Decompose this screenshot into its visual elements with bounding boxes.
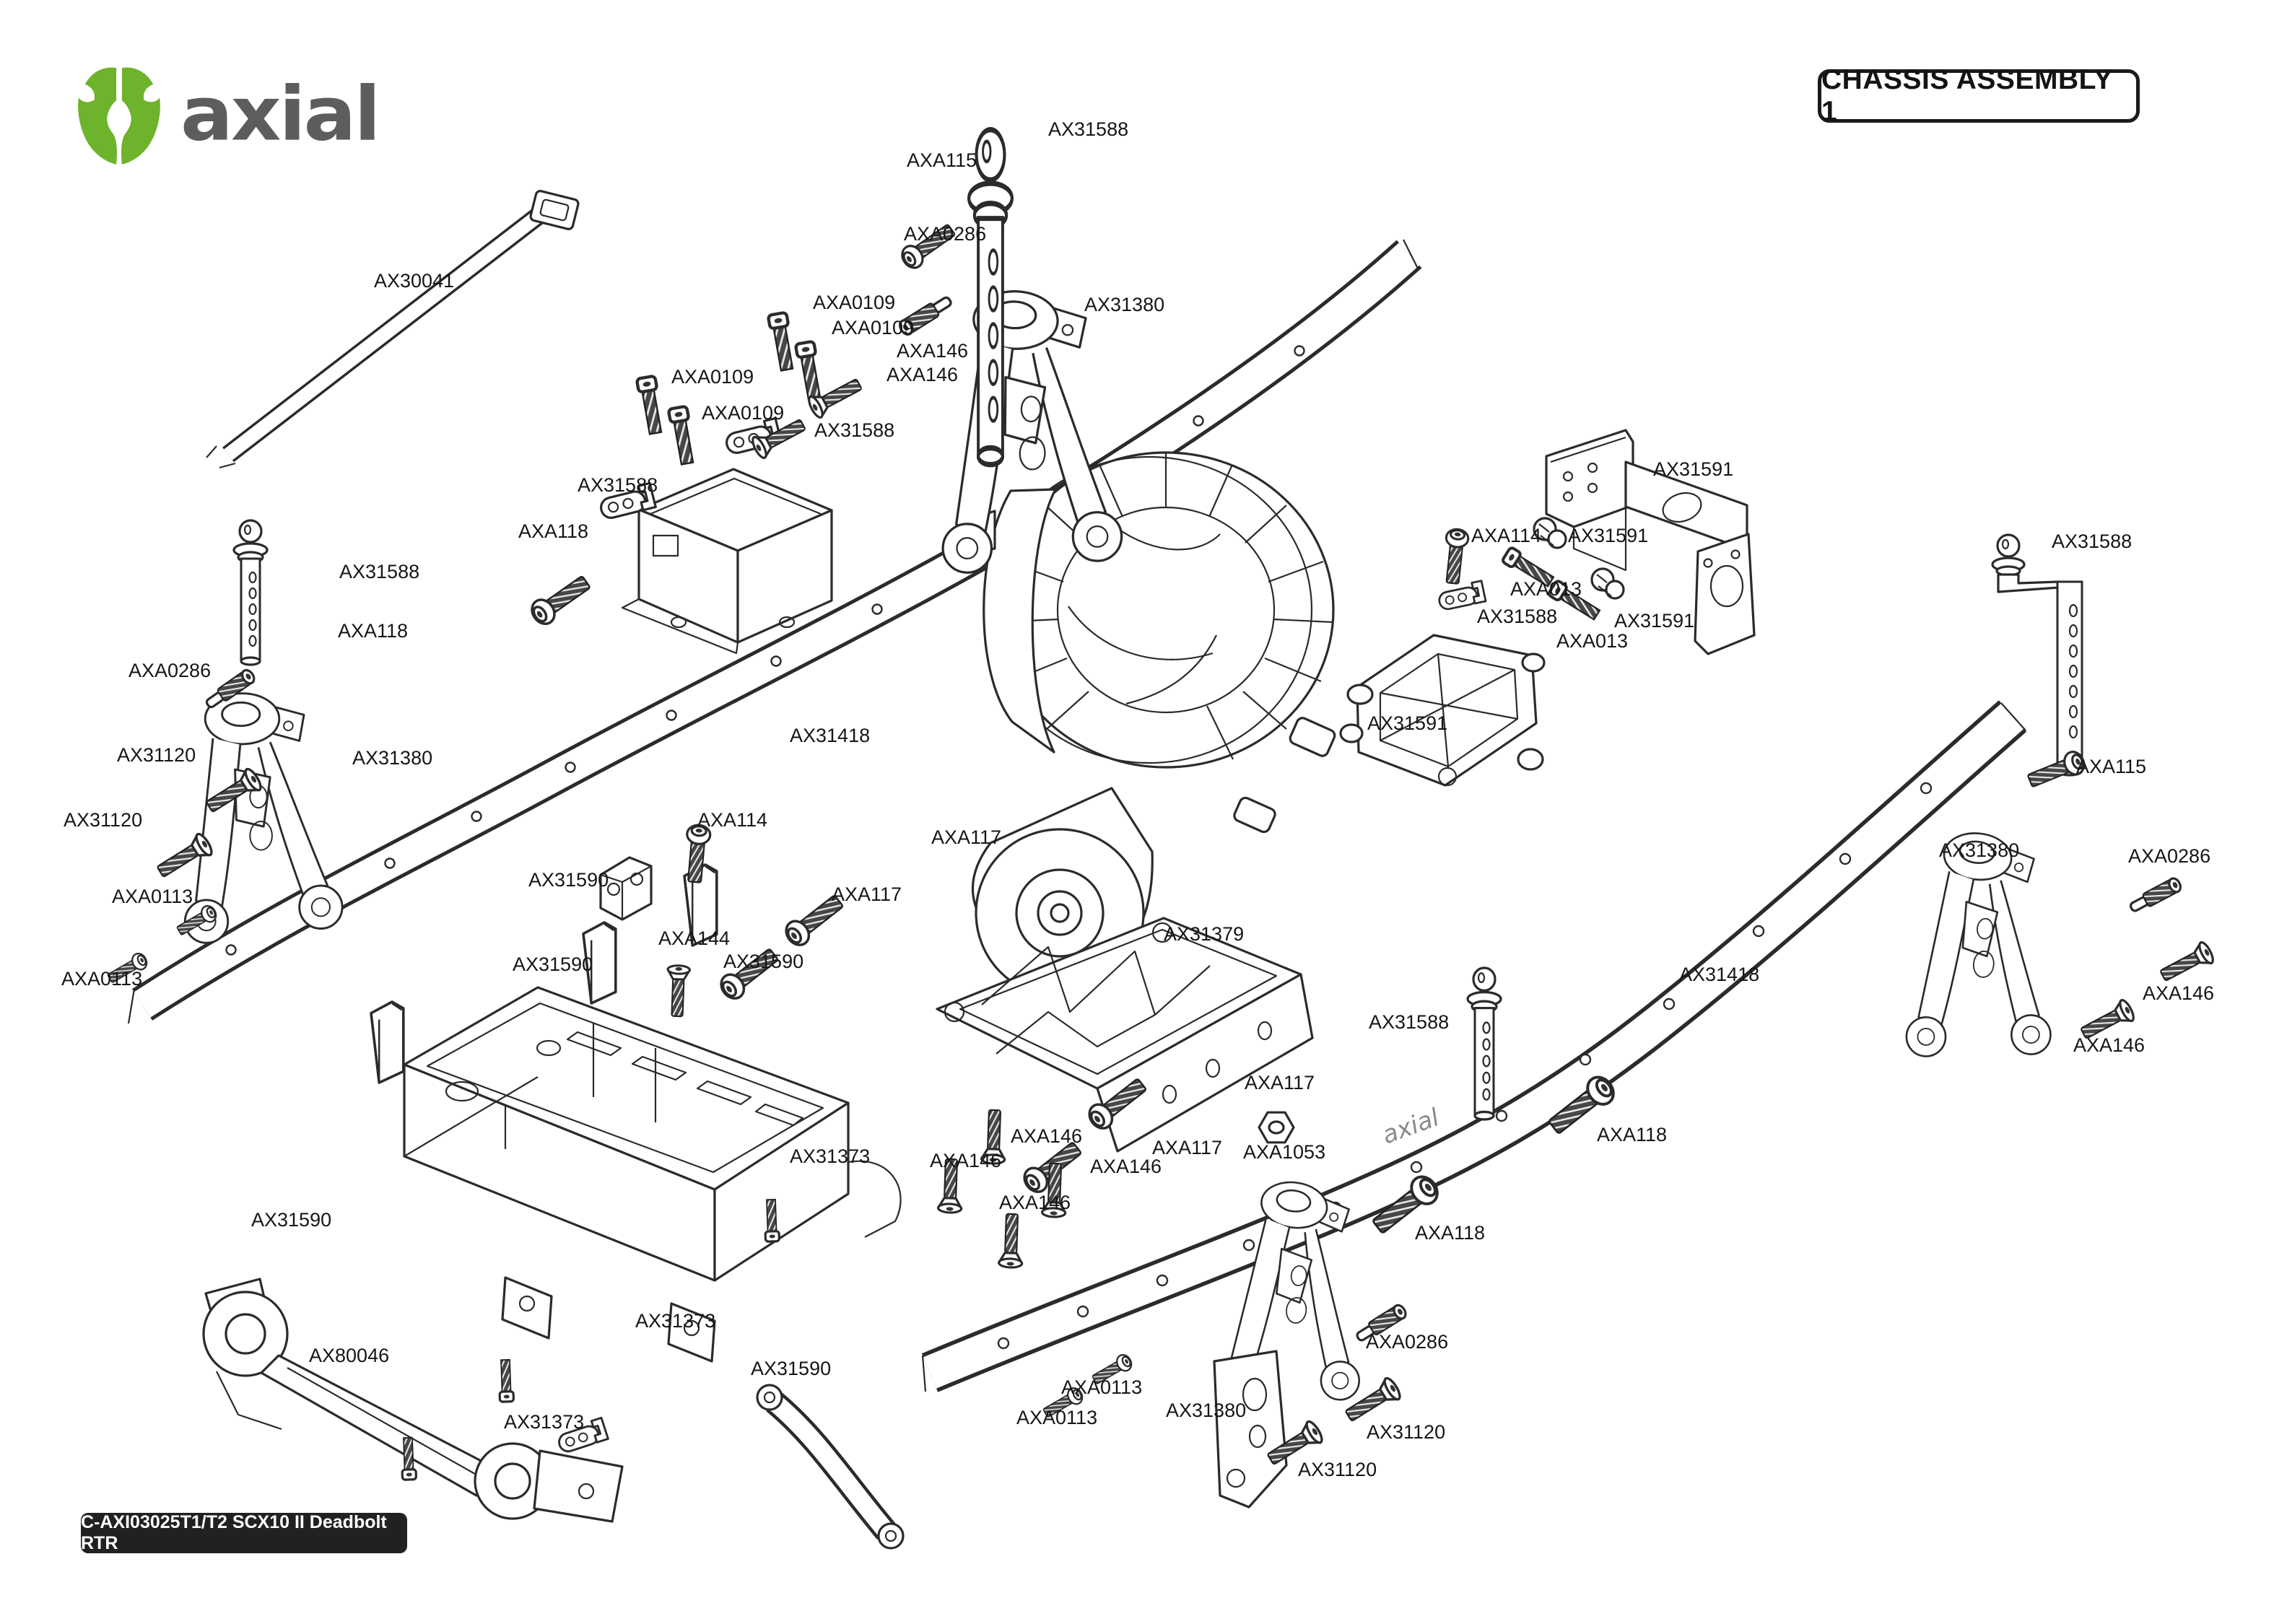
page-title-text: CHASSIS ASSEMBLY 1 [1821, 64, 2113, 127]
page-title: CHASSIS ASSEMBLY 1 [1818, 64, 2140, 127]
drawing-wedge-2 [582, 921, 617, 1005]
axial-logo-icon [78, 67, 160, 165]
drawing-trans-mount-cradle [1339, 634, 1546, 787]
model-code-badge: C-AXI03025T1/T2 SCX10 II Deadbolt RTR [81, 1512, 407, 1553]
drawing-transmission [956, 451, 1336, 998]
rail-front-holes [225, 345, 1305, 956]
axial-wordmark: axial [180, 71, 380, 158]
model-code-text: C-AXI03025T1/T2 SCX10 II Deadbolt RTR [81, 1512, 387, 1553]
drawing-rear-brace [554, 1384, 905, 1550]
drawing-body-post-bent [1991, 533, 2083, 777]
drawing-body-post-right [1466, 966, 1502, 1121]
rail-rear-holes [997, 782, 1933, 1350]
drawing-servo-box [621, 468, 833, 655]
drawing-servo-mount [599, 856, 653, 921]
drawing-chassis-rail-rear: axial [921, 700, 2027, 1392]
axial-logo: axial [77, 64, 380, 166]
drawing-rod-clamp-3 [1436, 580, 1487, 612]
drawing-wedge-3 [370, 1000, 405, 1084]
drawing-pivot-clamp-1 [1533, 517, 1567, 549]
drawing-body-post-left [232, 519, 269, 666]
drawing-tower-right [1903, 827, 2072, 1070]
drawing-battery-strap [206, 190, 580, 469]
drawing-chassis-rail-front [127, 239, 1422, 1024]
drawing-pivot-clamp-2 [1590, 567, 1625, 600]
drawing-battery-tray [403, 986, 902, 1363]
drawing-tower-bottom-right [1213, 1174, 1387, 1509]
drawing-skid-plate [936, 917, 1314, 1153]
drawing-trans-mount-bracket [1545, 429, 1756, 655]
drawing-bumper-mount [202, 1278, 624, 1523]
